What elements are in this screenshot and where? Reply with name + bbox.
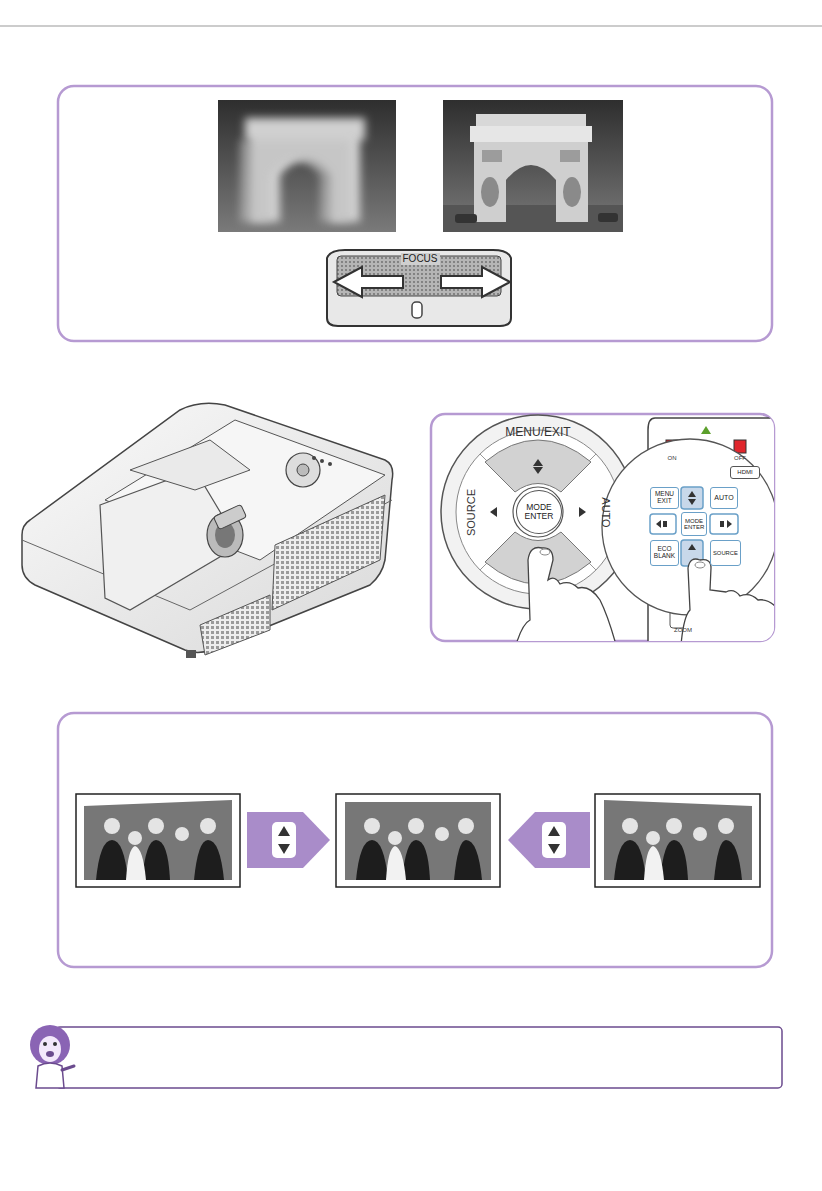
button-text: AUTO bbox=[714, 494, 733, 501]
mode-enter-key: MODE ENTER bbox=[516, 490, 562, 534]
hdmi-button: HDMI bbox=[730, 466, 760, 479]
button-text: MENU EXIT bbox=[653, 491, 676, 505]
source-button: SOURCE bbox=[710, 540, 741, 566]
menu-exit-button: MENU EXIT bbox=[650, 487, 679, 509]
button-text: HDMI bbox=[737, 469, 752, 475]
auto-button: AUTO bbox=[710, 487, 738, 509]
source-key-label: SOURCE bbox=[467, 488, 478, 535]
button-text: ECO BLANK bbox=[653, 546, 676, 560]
mode-enter-button: MODE ENTER bbox=[681, 512, 707, 536]
zoom-label: ZOOM bbox=[674, 627, 692, 633]
button-text: MODE ENTER bbox=[684, 518, 704, 531]
eco-blank-button: ECO BLANK bbox=[650, 540, 679, 566]
focus-label: FOCUS bbox=[401, 253, 440, 265]
button-text: SOURCE bbox=[713, 550, 738, 556]
menu-exit-key-label: MENU/EXIT bbox=[505, 426, 570, 438]
on-label: ON bbox=[668, 455, 677, 461]
auto-key-label: AUTO bbox=[599, 497, 610, 527]
button-text: MODE ENTER bbox=[519, 503, 559, 521]
off-label: OFF bbox=[734, 455, 746, 461]
